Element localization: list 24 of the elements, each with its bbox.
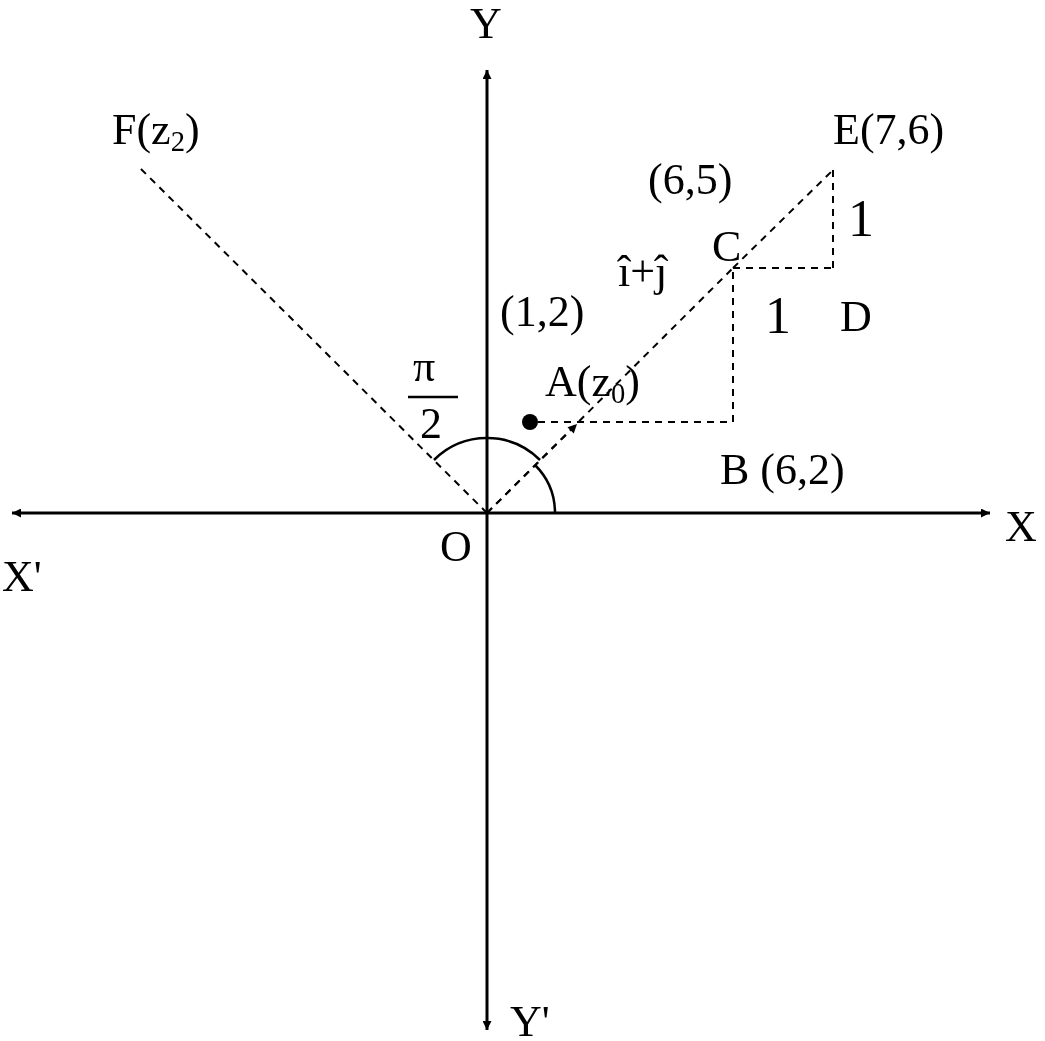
math-label: (1,2) [500, 290, 585, 334]
math-label: 1 [848, 193, 874, 245]
dashed-line [139, 167, 488, 514]
math-label: î+ĵ [618, 250, 668, 294]
coordinate-label: (6,5) [648, 158, 733, 202]
dashed-line [832, 169, 834, 269]
math-label: X' [2, 555, 42, 599]
math-label: Y' [510, 1000, 550, 1041]
point-label: E(7,6) [833, 108, 945, 152]
point-label: C [712, 225, 742, 269]
math-label: 2 [420, 402, 442, 446]
math-label: Y [470, 2, 502, 46]
dashed-line [486, 267, 734, 514]
coordinate-label: A(z$_{0}$) [545, 360, 640, 409]
point-dot [522, 414, 538, 430]
point-label: O [440, 525, 472, 569]
point-label: D [840, 295, 872, 339]
dashed-line [732, 169, 834, 269]
math-label: X [1005, 505, 1037, 549]
math-label: π [413, 345, 436, 389]
math-label: 1 [765, 290, 791, 342]
point-label: B (6,2) [720, 448, 845, 492]
dashed-line [732, 267, 834, 269]
point-label: F(z$_{2}$) [112, 108, 200, 157]
